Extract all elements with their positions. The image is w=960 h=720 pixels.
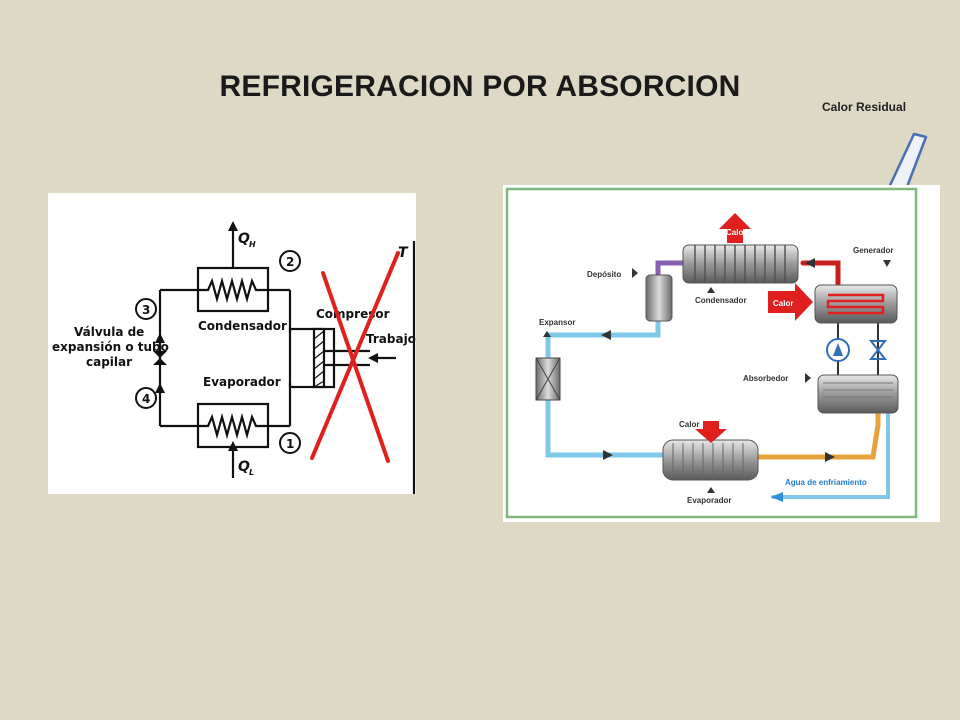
expansor-label: Expansor xyxy=(539,318,575,327)
heat-arrow-up xyxy=(719,213,751,243)
valvula-label-line3: capilar xyxy=(86,355,132,369)
calor-generator-label: Calor xyxy=(773,299,793,308)
evaporador-label: Evaporador xyxy=(687,496,731,505)
absorbedor-label: Absorbedor xyxy=(743,374,788,383)
qh-label: Q xyxy=(238,231,250,247)
calor-residual-label: Calor Residual xyxy=(822,100,907,114)
compressor-box xyxy=(288,327,336,389)
evaporador-label: Evaporador xyxy=(203,375,281,389)
calor-top-label: Calor xyxy=(726,228,746,237)
heat-arrow-right xyxy=(768,283,813,321)
condensador-label: Condensador xyxy=(695,296,747,305)
evaporator-unit xyxy=(662,439,759,481)
generador-label: Generador xyxy=(853,246,893,255)
t-axis-label: T xyxy=(398,245,409,261)
state-point-2: 2 xyxy=(286,255,294,269)
slide-title: REFRIGERACION POR ABSORCION xyxy=(219,70,741,103)
valve xyxy=(868,340,888,360)
absorption-cycle-diagram: Calor Generador Depósito Condensador Cal… xyxy=(503,185,940,522)
vapor-compression-diagram: 2 3 4 1 Q H Q L Condensador Evaporador C… xyxy=(48,193,416,494)
qh-subscript: H xyxy=(249,240,256,249)
compresor-label: Compresor xyxy=(316,307,390,321)
state-point-4: 4 xyxy=(142,392,150,406)
deposito-label: Depósito xyxy=(587,270,621,279)
heat-arrow-down xyxy=(695,421,727,443)
condensador-label: Condensador xyxy=(198,319,287,333)
deposit-tank xyxy=(645,274,673,322)
state-point-1: 1 xyxy=(286,437,294,451)
ql-subscript: L xyxy=(249,468,254,477)
cross-line-1 xyxy=(321,271,390,463)
state-point-3: 3 xyxy=(142,303,150,317)
condenser-unit xyxy=(682,244,799,284)
agua-enfriamiento-label: Agua de enfriamiento xyxy=(785,478,867,487)
cross-line-2 xyxy=(310,251,400,460)
calor-evaporator-label: Calor xyxy=(679,420,699,429)
valvula-label-line2: expansión o tubo xyxy=(52,340,169,354)
trabajo-label: Trabajo xyxy=(366,332,416,346)
valvula-label-line1: Válvula de xyxy=(74,325,144,339)
ql-label: Q xyxy=(238,459,250,475)
absorber-unit xyxy=(817,374,899,414)
